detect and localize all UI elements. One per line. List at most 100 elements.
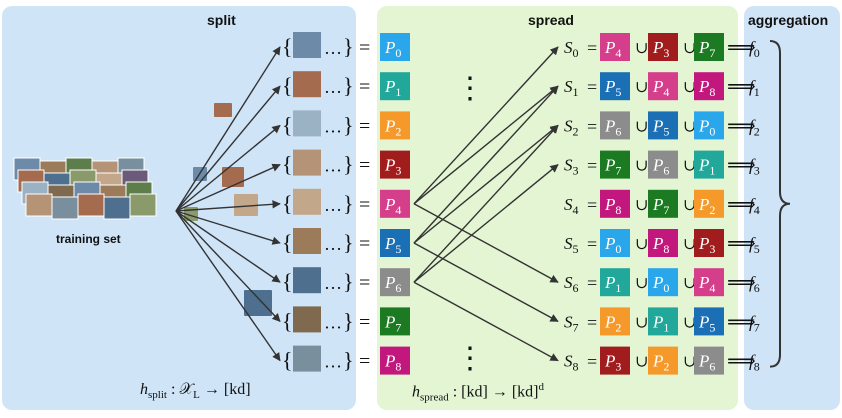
implies-arrow: ⟹ xyxy=(727,194,756,216)
left-brace: { xyxy=(282,73,293,98)
union-symbol: ∪ xyxy=(683,158,696,175)
ellipsis: … xyxy=(324,156,342,176)
set-row-s7: S7=P2∪P1∪P5⟹f7 xyxy=(564,307,760,336)
left-brace: { xyxy=(282,348,293,373)
partition-label-p4: P4 xyxy=(384,195,401,217)
split-arrow xyxy=(175,210,281,362)
ellipsis: … xyxy=(324,352,342,372)
left-brace: { xyxy=(282,269,293,294)
set-member-label-p1: P1 xyxy=(698,156,715,178)
h-split-formula: hsplit : 𝒳L → [kd] xyxy=(140,381,251,402)
partition-image-thumbnail xyxy=(293,110,321,137)
partition-label-p3: P3 xyxy=(384,156,401,178)
partition-row: {…}=P7 xyxy=(282,306,410,336)
equals-sign: = xyxy=(587,156,597,176)
partition-label-p6: P6 xyxy=(384,273,401,295)
set-member-label-p5: P5 xyxy=(604,77,621,99)
sample-image-thumbnail xyxy=(234,194,258,216)
split-arrow xyxy=(175,200,281,212)
split-arrow xyxy=(175,210,281,323)
set-member-label-p4: P4 xyxy=(652,77,669,99)
split-title: split xyxy=(207,12,236,28)
equals-sign: = xyxy=(587,352,597,372)
implies-arrow: ⟹ xyxy=(727,155,756,177)
union-symbol: ∪ xyxy=(683,40,696,57)
union-symbol: ∪ xyxy=(683,79,696,96)
equals-sign: = xyxy=(587,38,597,58)
set-member-label-p7: P7 xyxy=(698,38,715,60)
ellipsis: … xyxy=(324,234,342,254)
set-member-label-p4: P4 xyxy=(698,273,715,295)
left-brace: { xyxy=(282,308,293,333)
equals-sign: = xyxy=(587,116,597,136)
set-member-box-p7 xyxy=(600,150,630,179)
union-symbol: ∪ xyxy=(635,314,648,331)
partition-label-p7: P7 xyxy=(384,312,401,334)
set-row-s5: S5=P0∪P8∪P3⟹f5 xyxy=(564,229,760,257)
model-label-f4: f4 xyxy=(749,195,760,217)
set-member-box-p2 xyxy=(648,346,678,375)
set-label-s7: S7 xyxy=(564,312,579,334)
partition-label-p1: P1 xyxy=(384,77,401,99)
spread-arrow xyxy=(413,85,559,205)
set-member-label-p7: P7 xyxy=(652,195,669,217)
model-label-f2: f2 xyxy=(749,116,760,138)
set-member-box-p4 xyxy=(694,268,724,297)
set-member-label-p3: P3 xyxy=(652,38,669,60)
set-label-s2: S2 xyxy=(564,116,579,138)
partition-row: {…}=P2 xyxy=(282,110,410,140)
right-brace: } xyxy=(343,73,354,98)
model-label-f6: f6 xyxy=(749,273,760,295)
spread-arrow xyxy=(413,203,559,283)
training-image-thumbnail xyxy=(129,193,157,217)
partition-box-p0 xyxy=(380,33,410,61)
partition-row: {…}=P0 xyxy=(282,32,410,61)
left-brace: { xyxy=(282,152,293,177)
equals-sign: = xyxy=(359,115,370,137)
set-member-label-p5: P5 xyxy=(698,312,715,334)
equals-sign: = xyxy=(587,195,597,215)
set-member-label-p8: P8 xyxy=(652,234,669,256)
set-row-s3: S3=P7∪P6∪P1⟹f3 xyxy=(564,150,760,179)
set-member-label-p3: P3 xyxy=(698,234,715,256)
set-member-box-p6 xyxy=(648,150,678,179)
training-image-thumbnail xyxy=(103,196,131,220)
set-member-box-p6 xyxy=(600,111,630,140)
partition-label-p8: P8 xyxy=(384,352,401,374)
spread-arrow xyxy=(413,85,559,244)
union-symbol: ∪ xyxy=(635,79,648,96)
partition-box-p8 xyxy=(380,346,410,375)
right-brace: } xyxy=(343,230,354,255)
set-member-box-p1 xyxy=(648,307,678,336)
ellipsis: … xyxy=(324,195,342,215)
right-brace: } xyxy=(343,269,354,294)
equals-sign: = xyxy=(359,233,370,255)
set-member-box-p6 xyxy=(694,346,724,375)
partition-box-p6 xyxy=(380,268,410,297)
set-member-label-p0: P0 xyxy=(604,234,621,256)
partition-label-p2: P2 xyxy=(384,116,401,138)
left-brace: { xyxy=(282,191,293,216)
set-member-box-p3 xyxy=(694,229,724,257)
split-arrow xyxy=(175,85,281,212)
aggregation-brace xyxy=(769,40,791,368)
set-member-box-p2 xyxy=(600,307,630,336)
model-label-f3: f3 xyxy=(749,156,760,178)
implies-arrow: ⟹ xyxy=(727,233,756,255)
union-symbol: ∪ xyxy=(683,236,696,253)
vdots-bottom: ⋮ xyxy=(455,342,485,375)
implies-arrow: ⟹ xyxy=(727,76,756,98)
split-arrow xyxy=(175,46,281,212)
training-image-thumbnail xyxy=(51,196,79,220)
set-member-box-p0 xyxy=(600,229,630,257)
union-symbol: ∪ xyxy=(635,354,648,371)
spread-arrow xyxy=(413,164,559,283)
partition-box-p5 xyxy=(380,229,410,257)
equals-sign: = xyxy=(359,155,370,177)
right-brace: } xyxy=(343,308,354,333)
spread-arrow xyxy=(413,46,559,205)
model-label-f5: f5 xyxy=(749,234,760,256)
partition-row: {…}=P5 xyxy=(282,228,410,257)
set-member-box-p7 xyxy=(648,189,678,218)
sample-image-thumbnail xyxy=(222,167,244,187)
